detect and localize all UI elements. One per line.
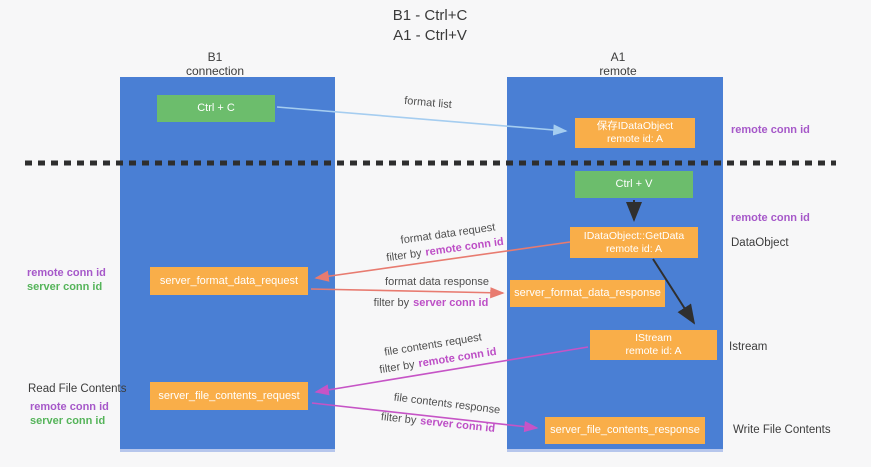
left-column-subtitle: connection: [185, 64, 245, 78]
node-server-file-contents-response: server_file_contents_response: [545, 417, 705, 444]
left-column-header: B1 connection: [155, 50, 275, 78]
node-server-file-contents-request: server_file_contents_request: [150, 382, 308, 410]
format-data-response-arrow: [310, 287, 505, 299]
filter-by-text: filter by: [378, 358, 416, 377]
page-title: B1 - Ctrl+C A1 - Ctrl+V: [280, 6, 580, 46]
server-conn-id-highlight: server conn id: [419, 415, 496, 435]
filter-by-text: filter by: [380, 411, 417, 427]
right-column-subtitle: remote: [599, 64, 637, 78]
node-ctrl-v: Ctrl + V: [575, 171, 693, 198]
istream-label: Istream: [729, 341, 768, 353]
read-server-conn-id-label: server conn id: [30, 415, 106, 427]
node-istream: IStream remote id: A: [590, 330, 717, 360]
read-remote-conn-id-label: remote conn id: [30, 401, 109, 413]
right-column-name: A1: [610, 50, 626, 64]
right-column-header: A1 remote: [558, 50, 678, 78]
left-server-conn-id-label: server conn id: [27, 281, 103, 293]
filter-by-text: filter by: [385, 247, 423, 265]
format-list-label: format list: [403, 94, 453, 112]
server-conn-id-highlight: server conn id: [413, 297, 489, 309]
right-remote-conn-id-label-top: remote conn id: [731, 124, 810, 136]
node-server-format-data-response: server_format_data_response: [510, 280, 665, 307]
file-contents-response-label: file contents response: [393, 391, 501, 417]
node-istream-line2: remote id: A: [625, 345, 682, 357]
title-line-2: A1 - Ctrl+V: [393, 27, 467, 44]
write-file-contents-label: Write File Contents: [733, 424, 831, 436]
node-save-idataobject-line1: 保存IDataObject: [596, 120, 674, 132]
left-column-name: B1: [207, 50, 223, 64]
node-idataobject-getdata-line1: IDataObject::GetData: [583, 229, 685, 242]
node-ctrl-c: Ctrl + C: [157, 95, 275, 122]
dataobject-label: DataObject: [731, 237, 789, 249]
read-file-contents-label: Read File Contents: [28, 383, 127, 395]
node-idataobject-getdata: IDataObject::GetData remote id: A: [570, 227, 698, 258]
node-save-idataobject-line2: remote id: A: [606, 133, 664, 145]
right-remote-conn-id-label-mid: remote conn id: [731, 212, 810, 224]
node-save-idataobject: 保存IDataObject remote id: A: [575, 118, 695, 148]
left-remote-conn-id-label: remote conn id: [27, 267, 106, 279]
format-data-response-label: format data response: [385, 276, 489, 288]
node-idataobject-getdata-line2: remote id: A: [605, 242, 663, 255]
title-line-1: B1 - Ctrl+C: [392, 7, 468, 24]
node-istream-line1: IStream: [635, 332, 672, 344]
filter-by-text: filter by: [373, 297, 410, 309]
node-server-format-data-request: server_format_data_request: [150, 267, 308, 295]
